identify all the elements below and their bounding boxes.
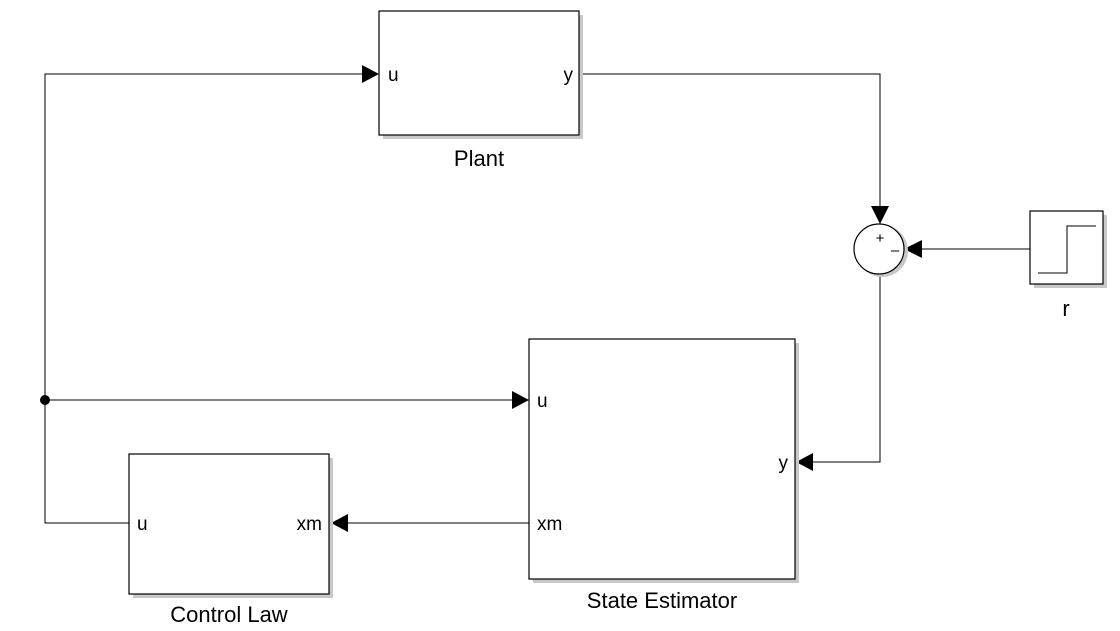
arrow-estimator-y-icon [796,453,813,471]
step-block-name: r [1062,296,1069,321]
estimator-in-port-y-label: y [779,453,789,474]
sum-block[interactable]: + – [853,223,908,277]
sum-plus-sign: + [876,230,885,247]
control-law-block-name: Control Law [170,602,288,627]
arrow-control-law-xm-icon [331,514,348,532]
arrow-sum-top-icon [871,206,889,224]
estimator-out-port-label: xm [537,514,562,535]
control-law-out-port-label: u [137,514,148,535]
arrow-plant-u-icon [362,65,379,83]
plant-in-port-label: u [388,65,399,86]
control-law-block[interactable]: xm u Control Law [128,453,333,627]
control-law-in-port-label: xm [297,514,322,535]
sum-minus-sign: – [891,242,900,259]
step-icon [1038,225,1096,274]
wire-sum-to-estimator-y[interactable] [812,274,881,463]
step-block[interactable]: r [1029,210,1107,321]
plant-block-name: Plant [454,146,504,171]
plant-block[interactable]: u y Plant [378,10,583,171]
arrow-sum-right-icon [904,240,922,258]
wire-u-to-plant[interactable] [44,73,362,524]
state-estimator-block[interactable]: u y xm State Estimator [528,338,799,613]
estimator-in-port-u-label: u [537,391,548,412]
branch-point [40,395,50,405]
arrow-estimator-u-icon [512,391,529,409]
plant-out-port-label: y [564,65,574,86]
wire-plant-y-to-sum[interactable] [579,73,881,206]
estimator-block-name: State Estimator [587,588,737,613]
